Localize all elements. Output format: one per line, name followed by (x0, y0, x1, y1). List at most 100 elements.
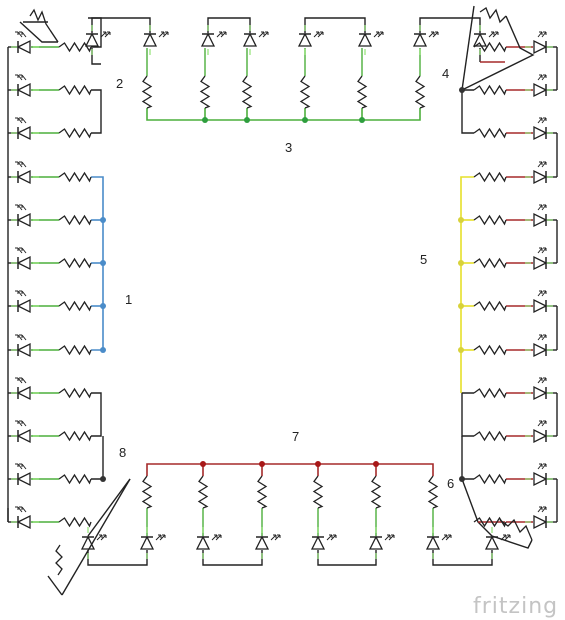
net-label-6: 6 (447, 476, 454, 491)
light-arrow (537, 334, 543, 341)
light-arrow (320, 31, 324, 35)
resistor (141, 75, 153, 109)
light-arrow (15, 377, 19, 381)
light-arrow (19, 506, 23, 510)
bus-net-5 (460, 176, 474, 393)
led-diode (15, 506, 31, 530)
led-triangle (533, 39, 548, 55)
light-arrow (211, 534, 218, 541)
resistor-zigzag (473, 171, 507, 183)
light-arrow (161, 31, 165, 35)
light-arrow (543, 290, 547, 294)
light-arrow (543, 463, 547, 467)
resistor (58, 84, 92, 96)
resistor (427, 475, 439, 509)
led-triangle (533, 428, 548, 444)
light-arrow (541, 161, 547, 168)
light-arrow (21, 506, 27, 513)
net-label-8: 8 (119, 445, 126, 460)
light-arrow (316, 31, 320, 35)
led-diode (195, 534, 222, 550)
led-diode (533, 463, 548, 487)
light-arrow (165, 31, 169, 35)
led-diode (15, 117, 31, 141)
light-arrow (21, 420, 27, 427)
led-triangle (142, 32, 158, 47)
junction-dot-net-7 (200, 461, 206, 467)
light-arrow (541, 377, 547, 384)
junction-dot-net-8 (100, 476, 106, 482)
junction-dot-net-1 (100, 347, 106, 353)
resistor (256, 475, 268, 509)
light-arrow (541, 506, 547, 513)
resistor-zigzag (58, 516, 92, 528)
light-arrow (541, 463, 547, 470)
wire (491, 535, 533, 549)
light-arrow (262, 31, 269, 38)
resistor-zigzag (370, 475, 382, 509)
light-arrow (539, 506, 543, 510)
resistor (58, 430, 92, 442)
wire (461, 436, 474, 480)
wire (461, 89, 474, 134)
light-arrow (214, 534, 218, 538)
light-arrow (543, 247, 547, 251)
light-arrow (537, 463, 543, 470)
wire (461, 15, 535, 91)
net-label-3: 3 (285, 140, 292, 155)
led-diode (533, 117, 548, 141)
light-arrow (17, 117, 23, 124)
light-arrow (333, 534, 337, 538)
wire (91, 392, 102, 437)
resistor-zigzag (479, 7, 507, 24)
junction-dot-net-1 (100, 260, 106, 266)
led-diode (533, 420, 548, 444)
light-arrow (326, 534, 333, 541)
light-arrow (539, 31, 543, 35)
light-arrow (100, 31, 107, 38)
light-arrow (543, 420, 547, 424)
light-arrow (384, 534, 391, 541)
light-arrow (96, 534, 103, 541)
resistor (199, 75, 211, 109)
light-arrow (273, 534, 277, 538)
wire (91, 89, 102, 134)
wire (19, 21, 58, 43)
light-arrow (19, 31, 23, 35)
resistor (58, 127, 92, 139)
led-diode (533, 31, 548, 55)
resistor-zigzag (58, 430, 92, 442)
light-arrow (21, 463, 27, 470)
light-arrow (19, 420, 23, 424)
light-arrow (15, 161, 19, 165)
light-arrow (541, 74, 547, 81)
net-label-2: 2 (116, 76, 123, 91)
light-arrow (504, 534, 511, 541)
light-arrow (15, 31, 19, 35)
light-arrow (543, 74, 547, 78)
light-arrow (503, 534, 507, 538)
resistor (473, 344, 507, 356)
light-arrow (274, 534, 281, 541)
light-arrow (541, 290, 547, 297)
led-triangle (425, 535, 441, 550)
led-triangle (16, 82, 31, 98)
resistor-zigzag (58, 214, 92, 226)
light-arrow (17, 161, 23, 168)
light-arrow (21, 377, 27, 384)
light-arrow (428, 31, 435, 38)
light-arrow (19, 117, 23, 121)
fritzing-watermark: fritzing (473, 594, 558, 619)
resistor-zigzag (427, 475, 439, 509)
resistor-zigzag (473, 300, 507, 312)
led-triangle (484, 535, 500, 550)
light-arrow (104, 31, 111, 38)
led-triangle (16, 471, 31, 487)
light-arrow (543, 506, 547, 510)
junction-dot-net-5 (458, 217, 464, 223)
resistor (473, 127, 507, 139)
resistor-zigzag (312, 475, 324, 509)
led-diode (15, 377, 31, 401)
labels-layer: 1 2 3 4 5 6 7 8 fritzing (116, 66, 558, 619)
resistor-zigzag (499, 518, 533, 541)
